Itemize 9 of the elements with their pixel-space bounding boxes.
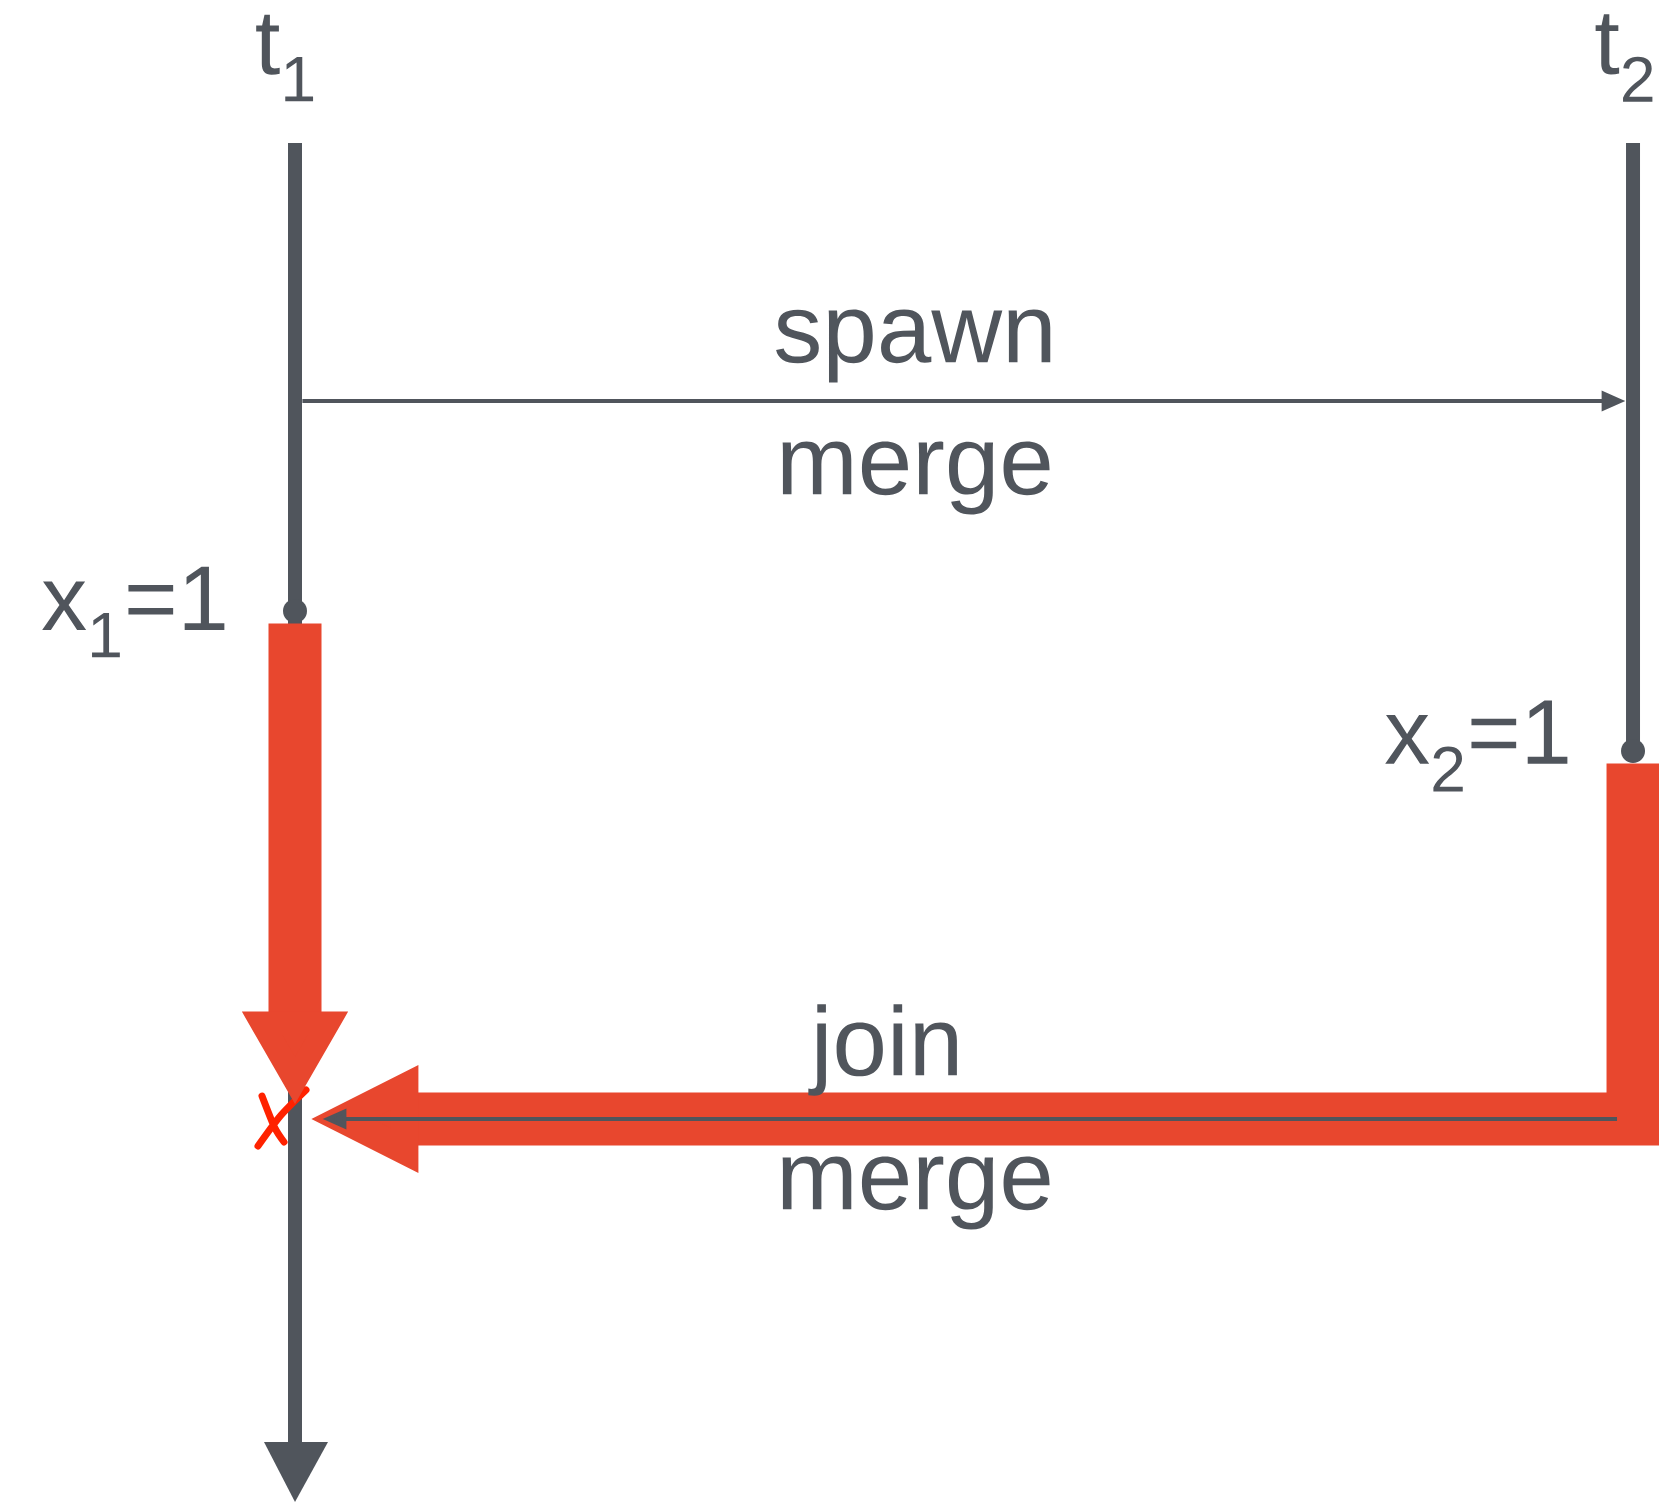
thread-label: x$_{1}$=1 [42, 566, 225, 658]
annotation-text: merge [782, 441, 1050, 515]
annotation-text: merge [782, 1156, 1050, 1230]
thread-label: t$_{1}$ [256, 14, 314, 102]
cross-mark [254, 1086, 310, 1150]
edge-label: spawn [776, 309, 1051, 383]
thread-label: t$_{2}$ [1595, 14, 1653, 102]
edge-label: join [808, 1004, 957, 1096]
thread-label: x$_{2}$=1 [1385, 700, 1568, 792]
